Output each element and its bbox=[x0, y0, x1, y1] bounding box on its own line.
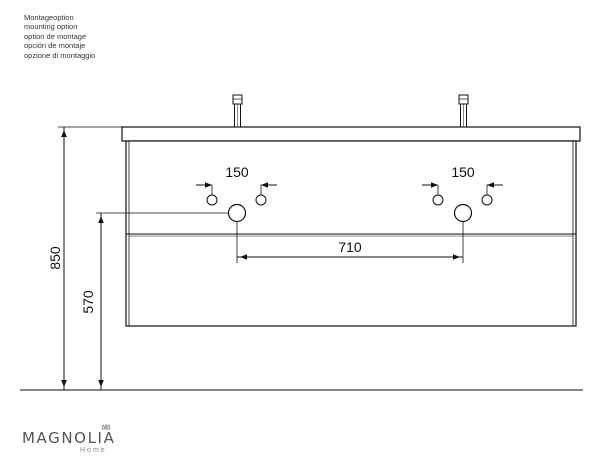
dimension-height-drain: 570 bbox=[80, 212, 236, 390]
water-inlet-right-a bbox=[432, 194, 444, 206]
vanity-unit bbox=[121, 126, 581, 327]
label-spacing-left: 150 bbox=[225, 164, 249, 180]
water-inlet-left-b bbox=[255, 194, 267, 206]
drain-right bbox=[453, 203, 473, 223]
connections-left: 150 bbox=[196, 164, 277, 223]
dimension-height-total: 850 bbox=[47, 126, 122, 390]
label-spacing-right: 150 bbox=[451, 164, 475, 180]
connections-right: 150 bbox=[422, 164, 503, 223]
header-line-it: opzione di montaggio bbox=[24, 50, 96, 60]
countertop bbox=[121, 126, 581, 142]
dimension-center-distance: 710 bbox=[236, 222, 464, 263]
water-inlet-right-b bbox=[481, 194, 493, 206]
drain-left bbox=[227, 203, 247, 223]
faucet-left bbox=[232, 94, 243, 128]
brand-name: MAGNOLIA bbox=[22, 429, 116, 447]
label-height-drain: 570 bbox=[80, 290, 96, 314]
brand-logo: MAGNOLIA Home bbox=[22, 424, 116, 454]
header-line-de: Montageoption bbox=[24, 13, 74, 22]
brand-subtitle: Home bbox=[80, 447, 107, 454]
water-inlet-left-a bbox=[206, 194, 218, 206]
crown-icon bbox=[101, 424, 111, 430]
label-center-distance: 710 bbox=[338, 239, 362, 255]
header-line-fr: option de montage bbox=[24, 31, 87, 41]
mounting-option-header: Montageoption mounting option option de … bbox=[24, 13, 95, 60]
faucet-right bbox=[458, 94, 469, 128]
header-line-es: opción de montaje bbox=[24, 41, 86, 51]
header-line-en: mounting option bbox=[24, 22, 78, 32]
label-height-total: 850 bbox=[47, 246, 63, 270]
